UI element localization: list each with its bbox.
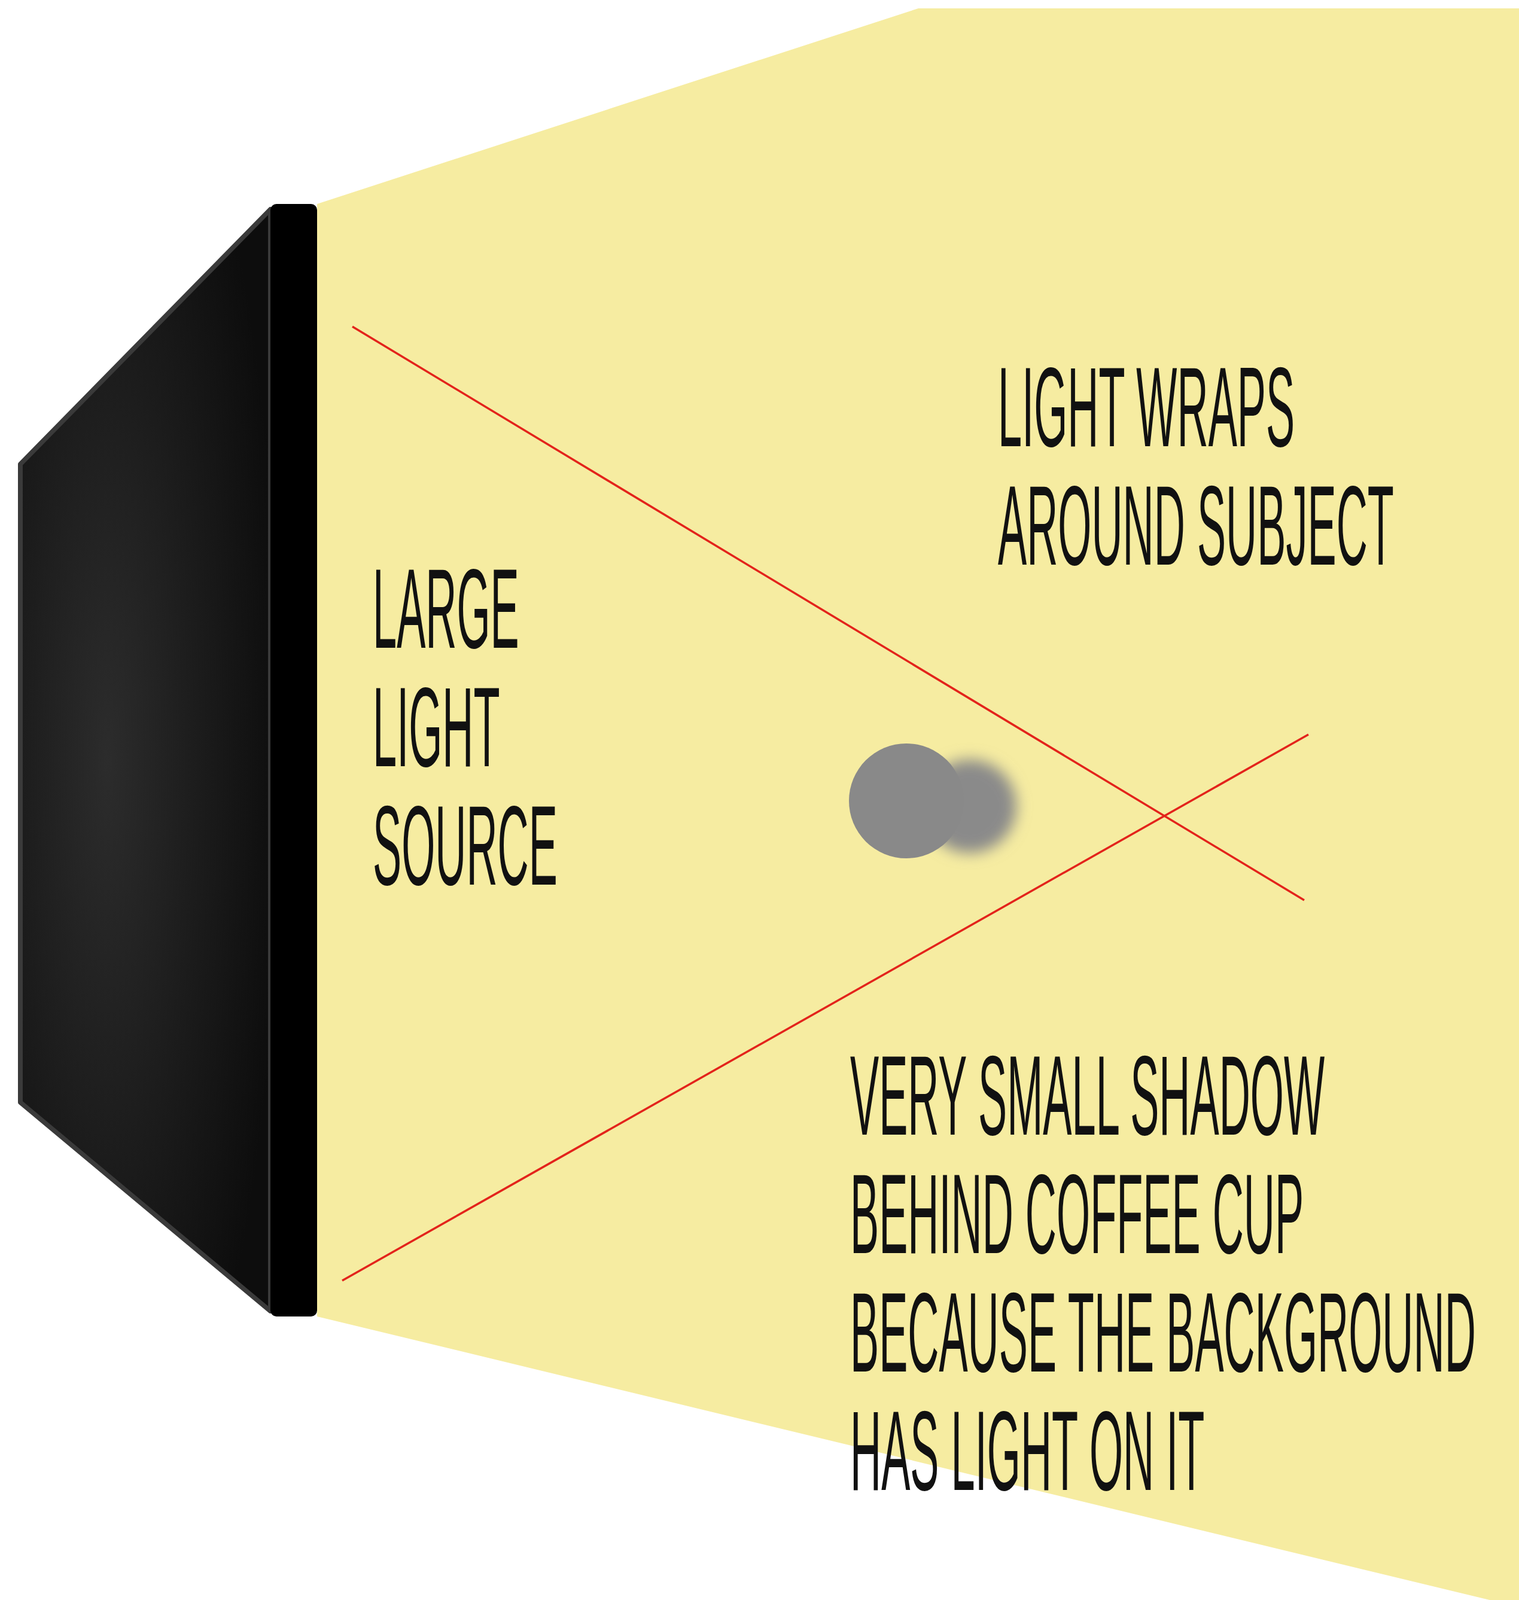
- annotation-text: LIGHT WRAPS AROUND SUBJECT: [997, 347, 1430, 585]
- light-cone: [317, 8, 1519, 1600]
- annotation-text: LARGE LIGHT SOURCE: [372, 549, 572, 905]
- light-box-front: [270, 204, 318, 1317]
- annotation-text: VERY SMALL SHADOW BEHIND COFFEE CUP BECA…: [850, 1036, 1490, 1511]
- light-box-body: [20, 209, 271, 1312]
- coffee-cup: [848, 743, 964, 859]
